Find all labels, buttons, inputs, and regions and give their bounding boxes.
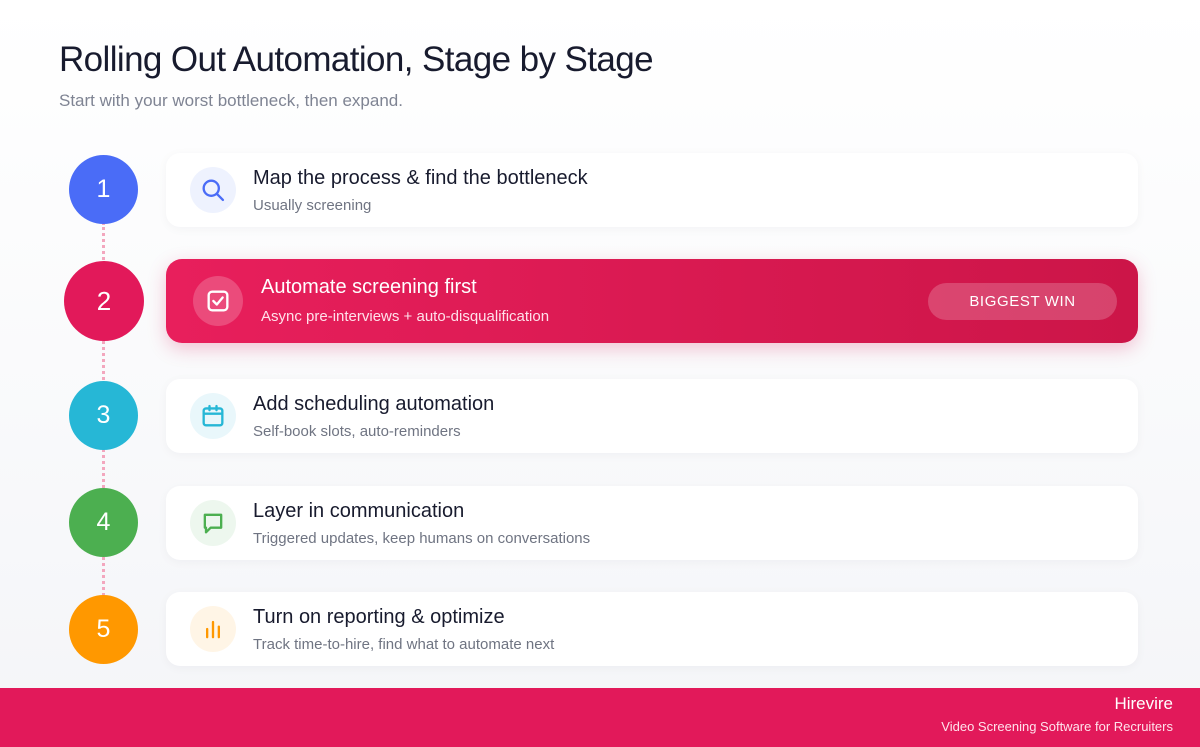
footer-brand: Hirevire	[1114, 694, 1173, 713]
footer-tagline: Video Screening Software for Recruiters	[941, 719, 1173, 734]
calendar-icon	[190, 393, 236, 439]
footer-bar: Hirevire Video Screening Software for Re…	[0, 688, 1200, 747]
step-title: Layer in communication	[253, 500, 465, 522]
step-number-2: 2	[64, 261, 144, 341]
page-title: Rolling Out Automation, Stage by Stage	[59, 40, 654, 79]
step-description: Track time-to-hire, find what to automat…	[253, 636, 555, 653]
checkbox-icon	[193, 276, 243, 326]
step-card-scheduling: Add scheduling automation Self-book slot…	[166, 379, 1138, 453]
biggest-win-badge: BIGGEST WIN	[928, 283, 1117, 320]
step-card-reporting: Turn on reporting & optimize Track time-…	[166, 592, 1138, 666]
step-number-label: 2	[96, 285, 112, 316]
step-card-communication: Layer in communication Triggered updates…	[166, 486, 1138, 560]
step-number-4: 4	[69, 488, 138, 557]
step-number-label: 3	[96, 401, 111, 429]
step-title: Add scheduling automation	[253, 393, 495, 415]
step-number-5: 5	[69, 595, 138, 664]
step-description: Async pre-interviews + auto-disqualifica…	[261, 308, 550, 325]
page-subtitle: Start with your worst bottleneck, then e…	[59, 91, 403, 110]
step-description: Triggered updates, keep humans on conver…	[253, 530, 591, 547]
step-number-1: 1	[69, 155, 138, 224]
step-number-3: 3	[69, 381, 138, 450]
step-title: Turn on reporting & optimize	[253, 606, 505, 628]
step-number-label: 1	[96, 175, 111, 203]
step-title: Map the process & find the bottleneck	[253, 167, 588, 189]
chat-icon	[190, 500, 236, 546]
search-icon	[190, 167, 236, 213]
step-title: Automate screening first	[261, 276, 477, 298]
step-description: Usually screening	[253, 197, 372, 214]
bar-chart-icon	[190, 606, 236, 652]
step-card-map-process: Map the process & find the bottleneck Us…	[166, 153, 1138, 227]
step-description: Self-book slots, auto-reminders	[253, 423, 461, 440]
step-card-automate-screening: Automate screening first Async pre-inter…	[166, 259, 1138, 343]
step-number-label: 4	[96, 508, 111, 536]
step-number-label: 5	[96, 615, 111, 643]
